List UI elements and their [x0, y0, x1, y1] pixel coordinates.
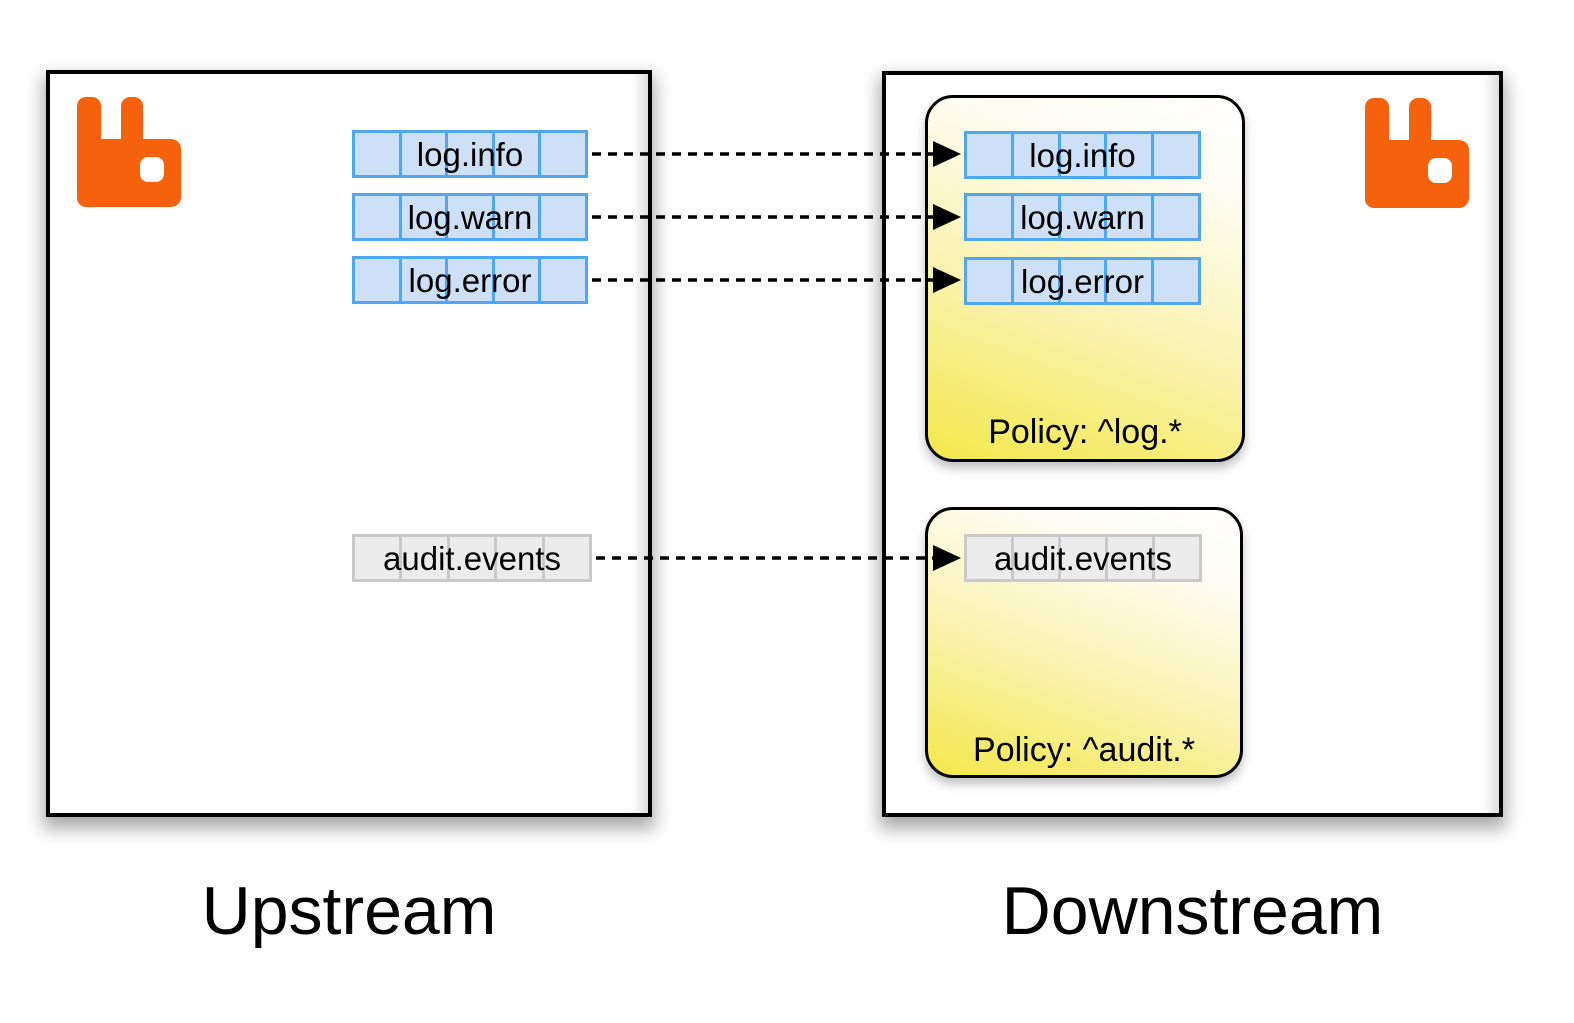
queue-cell — [1057, 260, 1105, 302]
queue-cell — [541, 537, 589, 579]
queue-name-label: log.info — [416, 135, 524, 173]
queue-name-label: log.error — [408, 261, 532, 299]
queue-cell — [491, 133, 539, 175]
rabbitmq-logo-icon — [77, 97, 181, 207]
queue-cell — [398, 133, 446, 175]
queue-name-label: log.warn — [1020, 198, 1145, 236]
queue-cell — [1104, 196, 1151, 238]
queue-cell — [538, 259, 585, 301]
queue-cell — [1151, 134, 1198, 176]
downstream-queue-log-info: log.info — [964, 131, 1201, 179]
queue-cell — [538, 133, 585, 175]
upstream-queue-log-error: log.error — [352, 256, 588, 304]
queue-cell — [1104, 134, 1151, 176]
queue-cell — [491, 196, 539, 238]
policy-label: Policy: ^audit.* — [973, 731, 1195, 769]
queue-name-label: audit.events — [383, 539, 561, 577]
queue-name-label: log.warn — [407, 198, 533, 236]
upstream-caption: Upstream — [201, 873, 497, 949]
queue-cell — [1058, 537, 1105, 579]
downstream-queue-log-error: log.error — [964, 257, 1201, 305]
queue-cell — [398, 196, 446, 238]
queue-cell — [1151, 196, 1198, 238]
queue-cell — [538, 196, 585, 238]
downstream-queue-audit-events: audit.events — [964, 534, 1202, 582]
policy-box-log: log.info log.warn log.error Policy: ^log… — [925, 95, 1245, 462]
queue-cell — [445, 133, 492, 175]
queue-name-label: log.error — [1021, 262, 1144, 300]
queue-cell — [1151, 260, 1198, 302]
queue-name-label: log.info — [1029, 136, 1136, 174]
queue-cell — [1011, 537, 1058, 579]
queue-cell — [445, 259, 492, 301]
policy-box-audit: audit.events Policy: ^audit.* — [925, 507, 1243, 778]
upstream-queue-audit-events: audit.events — [352, 534, 592, 582]
upstream-queue-log-info: log.info — [352, 130, 588, 178]
queue-cell — [1010, 260, 1058, 302]
queue-cell — [1010, 196, 1058, 238]
queue-cell — [1105, 537, 1152, 579]
queue-cell — [446, 537, 494, 579]
downstream-queue-log-warn: log.warn — [964, 193, 1201, 241]
queue-name-label: audit.events — [994, 539, 1172, 577]
queue-cell — [445, 196, 492, 238]
upstream-queue-log-warn: log.warn — [352, 193, 588, 241]
queue-cell — [1057, 196, 1105, 238]
queue-cell — [1104, 260, 1151, 302]
queue-cell — [494, 537, 541, 579]
queue-cell — [491, 259, 539, 301]
rabbitmq-logo-icon — [1365, 98, 1469, 208]
queue-cell — [1010, 134, 1058, 176]
queue-cell — [1057, 134, 1105, 176]
policy-label: Policy: ^log.* — [988, 413, 1182, 451]
downstream-caption: Downstream — [1001, 873, 1384, 949]
queue-cell — [398, 259, 446, 301]
queue-cell — [399, 537, 446, 579]
queue-cell — [1152, 537, 1199, 579]
